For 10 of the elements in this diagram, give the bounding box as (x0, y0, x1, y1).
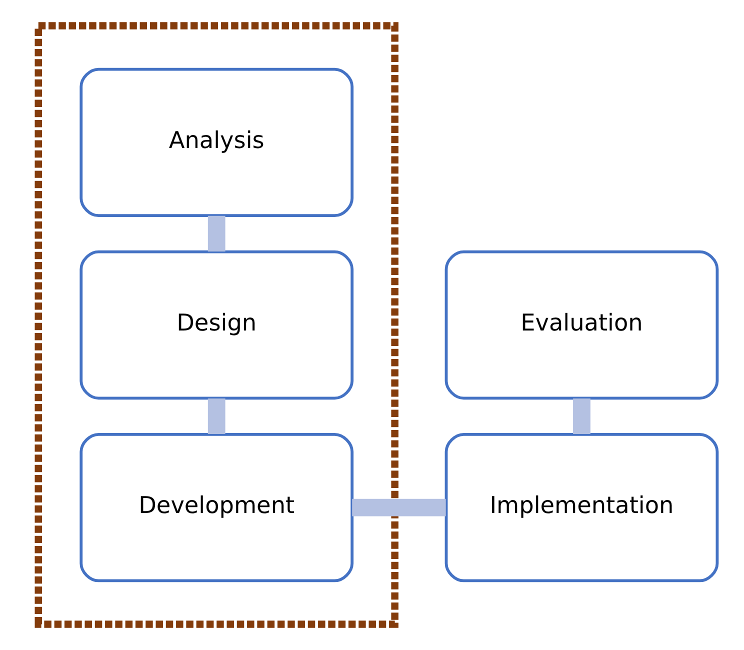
node-box: Analysis (80, 68, 354, 218)
node-box: Development (80, 432, 354, 582)
connector (208, 398, 226, 434)
connector (352, 498, 446, 516)
node-box: Design (80, 250, 354, 400)
cluster (34, 22, 398, 628)
connector (208, 216, 226, 252)
connector (573, 398, 590, 434)
node-box: Evaluation (444, 250, 719, 400)
node-box: Implementation (444, 432, 719, 582)
